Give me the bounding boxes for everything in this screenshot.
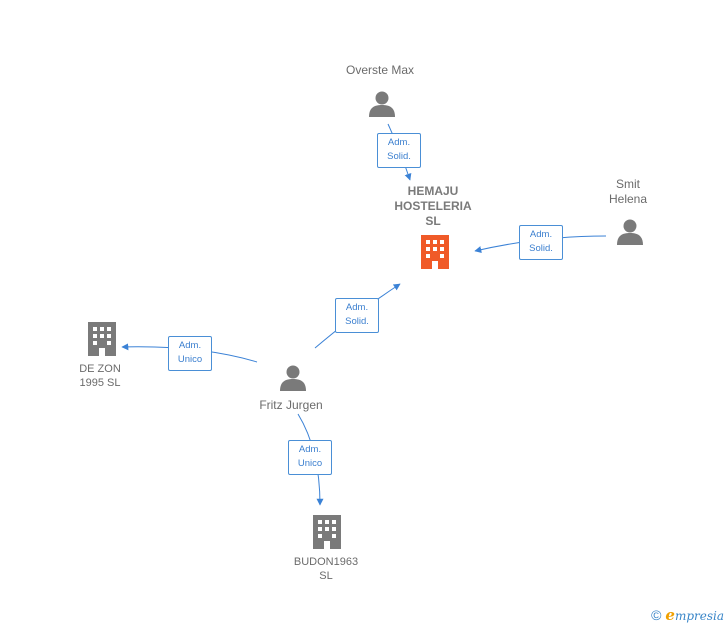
node-label-overste-max[interactable]: Overste Max [345, 63, 414, 77]
edge-label-fritz-hemaju: Adm. Solid. [335, 298, 379, 333]
person-icon[interactable] [617, 219, 643, 246]
empresia-brand-text: mpresia [674, 609, 724, 623]
empresia-watermark[interactable]: ©empresia [651, 606, 724, 624]
building-icon[interactable] [88, 322, 116, 356]
building-icon[interactable] [313, 515, 341, 549]
person-icon[interactable] [369, 91, 395, 118]
node-label-hemaju-hosteleria[interactable]: HEMAJU HOSTELERIA SL [394, 184, 472, 228]
person-icon[interactable] [280, 365, 306, 392]
building-icon[interactable] [421, 235, 449, 269]
empresia-logo-e: e [665, 606, 675, 624]
edge-label-fritz-dezon: Adm. Unico [168, 336, 212, 371]
node-label-budon1963[interactable]: BUDON1963 SL [293, 556, 359, 582]
node-label-smit-helena[interactable]: Smit Helena [608, 177, 648, 206]
node-label-de-zon[interactable]: DE ZON 1995 SL [79, 363, 121, 389]
edge-label-fritz-budon: Adm. Unico [288, 440, 332, 475]
copyright-symbol: © [651, 607, 662, 623]
edge-label-smit-hemaju: Adm. Solid. [519, 225, 563, 260]
edge-label-overste-hemaju: Adm. Solid. [377, 133, 421, 168]
node-label-fritz-jurgen[interactable]: Fritz Jurgen [259, 398, 323, 412]
